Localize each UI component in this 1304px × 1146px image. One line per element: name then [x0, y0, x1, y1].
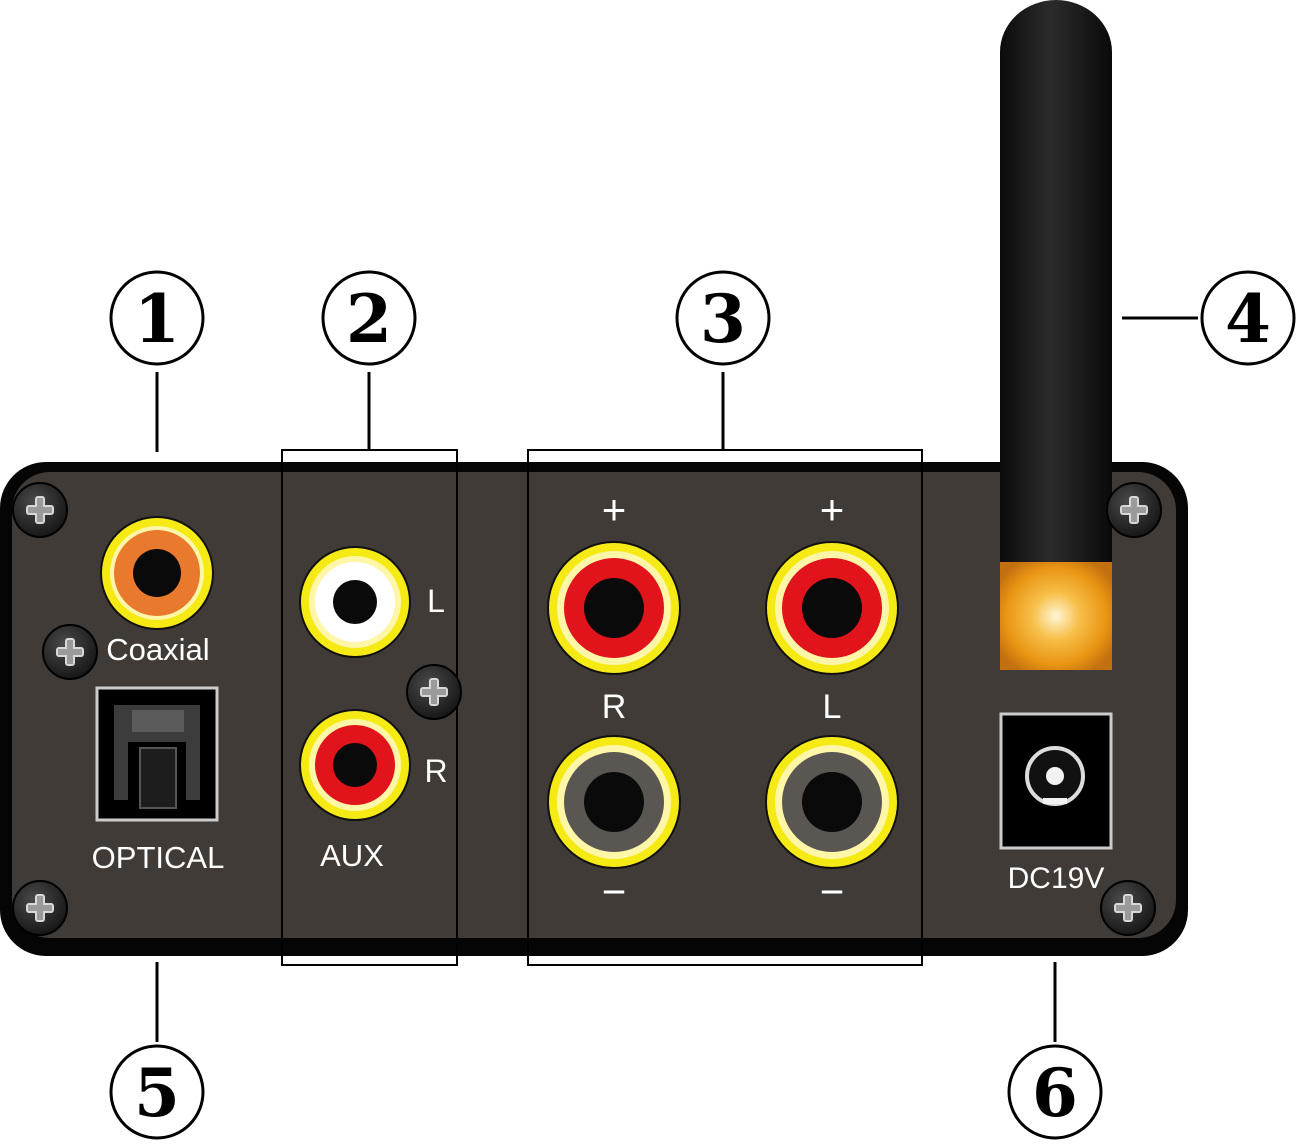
callout-1: 1	[109, 270, 205, 366]
aux-left-jack	[299, 546, 411, 658]
optical-label: OPTICAL	[92, 840, 225, 875]
callout-6-number: 6	[1032, 1054, 1078, 1132]
speaker-left-label: L	[823, 688, 842, 726]
callout-1-number: 1	[134, 280, 180, 358]
speaker-right-negative-terminal	[547, 735, 681, 869]
callout-3: 3	[675, 270, 771, 366]
screw-icon	[1106, 482, 1162, 538]
callout-6: 6	[1007, 1044, 1103, 1140]
screw-icon	[406, 664, 462, 720]
aux-left-label: L	[427, 583, 445, 619]
antenna	[1000, 0, 1112, 670]
coaxial-label: Coaxial	[106, 632, 209, 667]
dc-barrel-jack-icon	[999, 712, 1113, 850]
aux-right-jack	[299, 709, 411, 821]
screw-icon	[12, 482, 68, 538]
optical-port	[95, 686, 219, 822]
plus-right-label: +	[602, 486, 627, 533]
callout-4: 4	[1200, 270, 1296, 366]
aux-right-label: R	[424, 753, 447, 789]
coaxial-jack	[100, 516, 214, 630]
speaker-left-negative-terminal	[765, 735, 899, 869]
callout-3-number: 3	[700, 280, 746, 358]
speaker-group-bracket	[527, 449, 923, 966]
callout-2-number: 2	[346, 280, 392, 358]
screw-icon	[12, 880, 68, 936]
speaker-left-positive-terminal	[765, 541, 899, 675]
callout-5: 5	[109, 1044, 205, 1140]
screw-icon	[42, 624, 98, 680]
minus-left-label: −	[820, 868, 845, 915]
plus-left-label: +	[820, 486, 845, 533]
speaker-right-label: R	[602, 688, 627, 726]
callout-2: 2	[321, 270, 417, 366]
callout-5-number: 5	[134, 1054, 180, 1132]
speaker-right-positive-terminal	[547, 541, 681, 675]
aux-label: AUX	[320, 838, 384, 873]
minus-right-label: −	[602, 868, 627, 915]
dc-power-label: DC19V	[1008, 862, 1105, 895]
antenna-gold-connector	[1000, 562, 1112, 670]
screw-icon	[1100, 880, 1156, 936]
callout-4-number: 4	[1225, 280, 1271, 358]
